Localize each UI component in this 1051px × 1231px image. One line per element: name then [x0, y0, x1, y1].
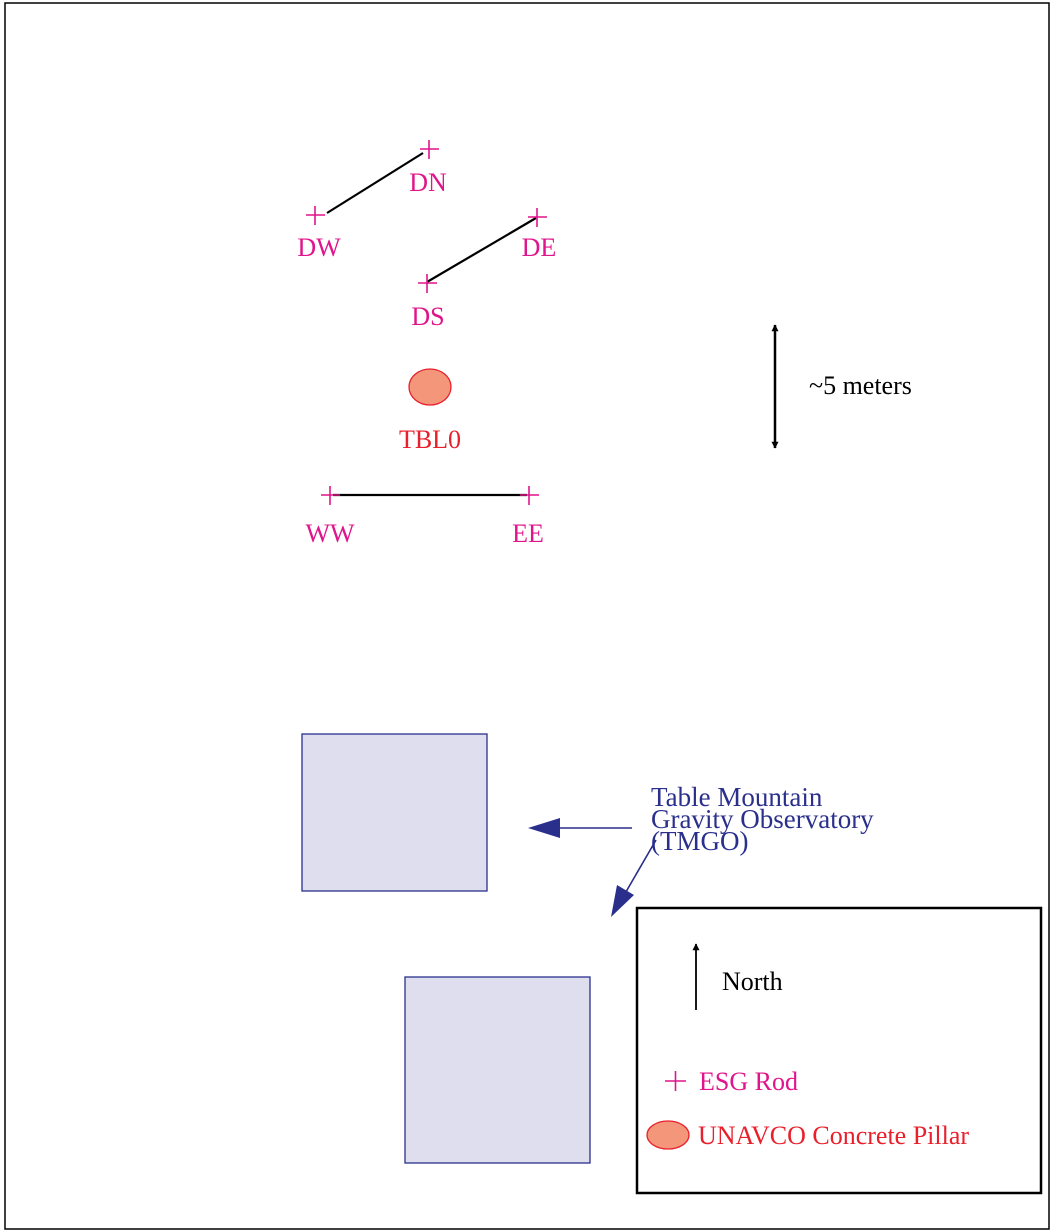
rod-marker-dn — [420, 140, 439, 159]
pillar-label: TBL0 — [399, 425, 461, 454]
rod-marker-dw — [306, 206, 325, 225]
legend: North ESG Rod UNAVCO Concrete Pillar — [635, 906, 1043, 1195]
scale-label: ~5 meters — [809, 371, 912, 400]
building-label: Table Mountain Gravity Observatory (TMGO… — [651, 782, 874, 856]
rod-label-dn: DN — [409, 168, 447, 197]
rod-marker-ee — [520, 486, 539, 505]
legend-box — [635, 906, 1043, 1195]
legend-pillar-label: UNAVCO Concrete Pillar — [698, 1121, 969, 1150]
building-arrow-west-head — [528, 818, 560, 838]
rod-line-dw-dn — [326, 152, 424, 214]
svg-text:Table Mountain: Table Mountain — [651, 782, 823, 812]
building-arrow-southwest-shaft — [622, 839, 657, 898]
north-label: North — [722, 967, 783, 996]
legend-pillar-symbol — [646, 1120, 690, 1150]
building-tmgo-south — [404, 976, 591, 1164]
legend-rod-label: ESG Rod — [699, 1067, 798, 1096]
rod-label-ww: WW — [305, 519, 355, 548]
legend-rod-symbol — [665, 1071, 686, 1091]
rod-marker-ds — [418, 274, 437, 293]
rod-label-de: DE — [522, 233, 557, 262]
rod-marker-ww — [321, 486, 340, 505]
rod-line-ds-de — [426, 217, 537, 283]
building-tmgo-north — [301, 733, 488, 892]
rod-label-ee: EE — [512, 519, 544, 548]
rod-marker-de — [528, 208, 547, 227]
page-frame — [4, 2, 1050, 1230]
svg-text:(TMGO): (TMGO) — [651, 826, 748, 856]
svg-text:Gravity Observatory: Gravity Observatory — [651, 804, 874, 834]
rod-label-dw: DW — [297, 233, 341, 262]
rod-label-ds: DS — [411, 302, 444, 331]
pillar-tbl0 — [408, 368, 452, 406]
building-arrow-southwest-head — [611, 885, 634, 917]
